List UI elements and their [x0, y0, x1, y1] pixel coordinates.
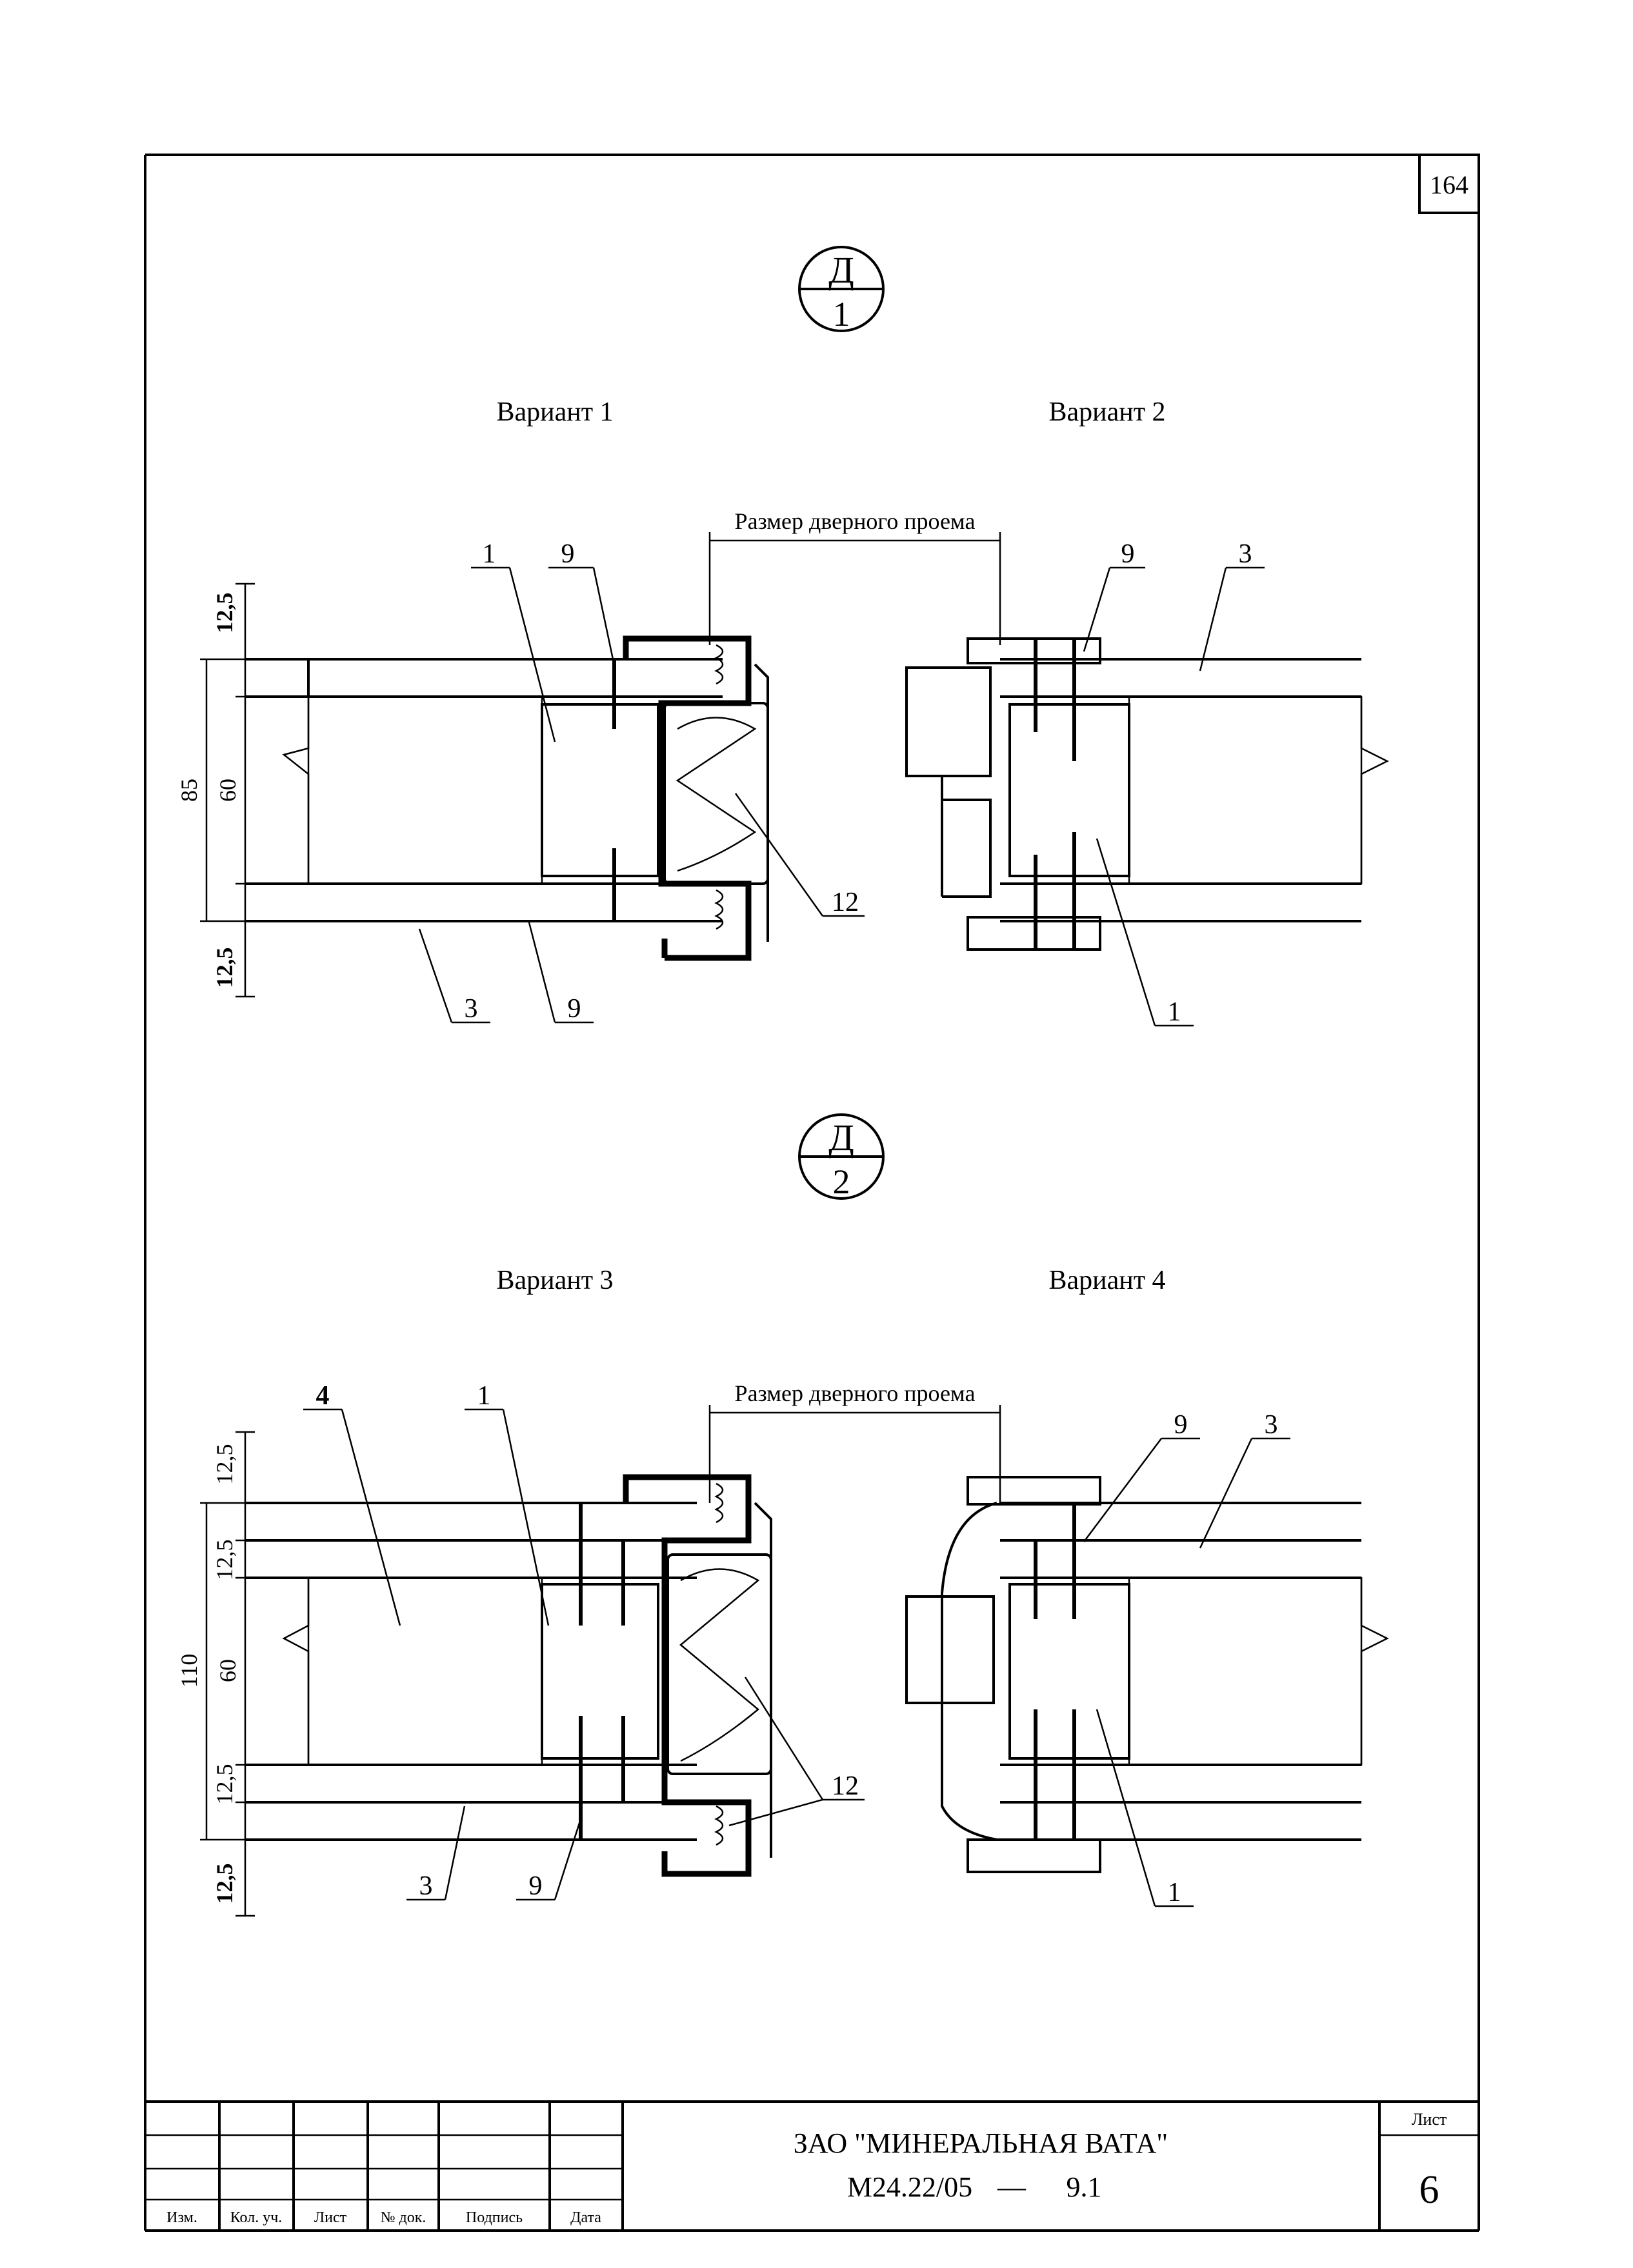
- callout-v3-12: 12: [832, 1771, 859, 1801]
- callout-v3-9: 9: [529, 1871, 543, 1901]
- dim-3-core: 60: [215, 1659, 241, 1682]
- callout-v1-12: 12: [832, 888, 859, 917]
- callout-v2-3: 3: [1239, 539, 1252, 569]
- document-section: 9.1: [1067, 2171, 1102, 2203]
- detail-marker-2-number: 2: [833, 1162, 850, 1201]
- variant-3-section: [245, 1474, 772, 1877]
- variant-1-dimensions: 12,5 85 60 12,5: [176, 582, 255, 998]
- variant-2-section: [905, 637, 1389, 951]
- detail-marker-2: Д 2: [798, 1113, 885, 1201]
- callout-v1-9-top: 9: [561, 539, 575, 569]
- sheet-label: Лист: [1412, 2110, 1447, 2129]
- col-kol-uch: Кол. уч.: [230, 2209, 283, 2226]
- dim-1-top: 12,5: [212, 593, 237, 633]
- col-doc-no: № док.: [381, 2209, 426, 2226]
- variant-3-title: Вариант 3: [496, 1266, 613, 1295]
- dim-1-core: 60: [215, 779, 241, 802]
- variant-4-section: [905, 1476, 1389, 1873]
- variant-4-title: Вариант 4: [1048, 1266, 1165, 1295]
- callout-v4-3: 3: [1265, 1410, 1278, 1440]
- sheet-frame: [144, 154, 1480, 2232]
- dim-1-bottom: 12,5: [212, 948, 237, 988]
- callout-v4-9: 9: [1174, 1410, 1188, 1440]
- company-name: ЗАО "МИНЕРАЛЬНАЯ ВАТА": [794, 2127, 1168, 2159]
- title-block: Изм. Кол. уч. Лист № док. Подпись Дата З…: [145, 2100, 1479, 2231]
- col-date: Дата: [570, 2209, 601, 2226]
- col-izm: Изм.: [166, 2209, 197, 2226]
- variant-4-callouts: 9 3 1: [1083, 1410, 1290, 1907]
- callout-v1-1: 1: [483, 539, 496, 569]
- callout-v1-3: 3: [465, 994, 478, 1024]
- opening-size-label-1: Размер дверного проема: [735, 508, 976, 534]
- detail-marker-1-letter: Д: [828, 249, 854, 291]
- variant-3-dimensions: 12,5 12,5 110 60 12,5 12,5: [176, 1431, 255, 1917]
- page-number-box: 164: [1418, 154, 1480, 214]
- callout-v3-4: 4: [316, 1381, 330, 1411]
- dim-3-total: 110: [176, 1654, 202, 1688]
- sheet-number: 6: [1419, 2168, 1439, 2212]
- callout-v3-3: 3: [419, 1871, 433, 1901]
- callout-v2-9: 9: [1121, 539, 1135, 569]
- callout-v1-9-bottom: 9: [568, 994, 581, 1024]
- variant-3-callouts: 4 1 3 9 12: [303, 1381, 865, 1901]
- col-signature: Подпись: [466, 2209, 523, 2226]
- callout-v2-1: 1: [1168, 997, 1181, 1027]
- opening-size-label-2: Размер дверного проема: [735, 1380, 976, 1406]
- detail-marker-1-number: 1: [833, 295, 850, 333]
- dim-3-top-2: 12,5: [212, 1540, 237, 1580]
- variant-1-title: Вариант 1: [496, 397, 613, 427]
- callout-v3-1: 1: [477, 1381, 491, 1411]
- col-list: Лист: [314, 2209, 347, 2226]
- detail-marker-1: Д 1: [798, 246, 885, 333]
- variant-2-callouts: 9 3 1: [1083, 539, 1265, 1027]
- dim-3-top-1: 12,5: [212, 1444, 237, 1485]
- page-number: 164: [1430, 170, 1468, 199]
- code-separator: —: [997, 2171, 1027, 2203]
- dim-3-bottom-1: 12,5: [212, 1764, 237, 1805]
- variant-1-callouts: 1 9 3 9 12: [418, 539, 865, 1024]
- variant-1-section: [245, 635, 769, 961]
- dim-3-bottom-2: 12,5: [212, 1864, 237, 1904]
- document-code: М24.22/05: [847, 2171, 972, 2203]
- callout-v4-1: 1: [1168, 1878, 1181, 1907]
- variant-2-title: Вариант 2: [1048, 397, 1165, 427]
- detail-marker-2-letter: Д: [828, 1117, 854, 1159]
- dim-1-total: 85: [176, 779, 202, 802]
